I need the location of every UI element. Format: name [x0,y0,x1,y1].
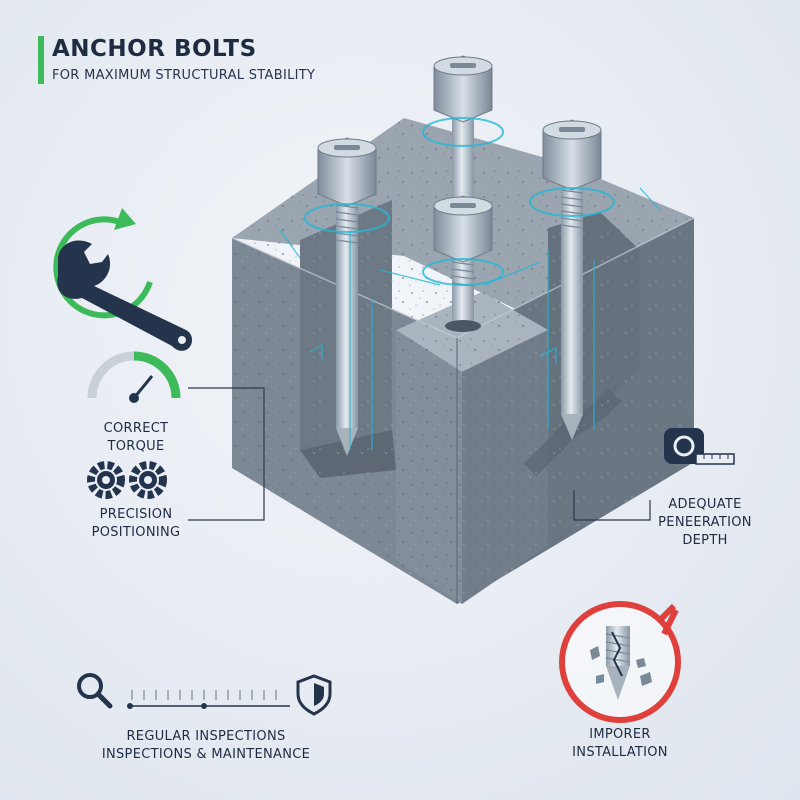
tape-measure-icon [664,428,735,465]
label-adequate-penetration-depth: ADEQUATE PENEERATION DEPTH [658,497,752,548]
label-correct-torque: CORRECT TORQUE [103,421,169,454]
page-title: ANCHOR BOLTS [52,36,257,62]
label-precision-positioning: PRECISION POSITIONING [91,507,181,540]
label-improper-installation: IMPORER INSTALLATION [572,727,668,760]
wrench-refresh-icon [53,208,193,351]
callout-lines [188,387,651,521]
alignment-guides [279,187,661,450]
page-subtitle: FOR MAXIMUM STRUCTURAL STABILITY [52,68,316,83]
magnifier-icon [77,673,113,709]
gears-icon [87,461,167,499]
anchor-bolt-right [529,119,615,440]
prohibited-bolt-icon [559,601,681,723]
title-accent-bar [38,36,44,84]
inspection-timeline [127,690,290,709]
label-regular-inspections: REGULAR INSPECTIONS INSPECTIONS & MAINTE… [101,729,311,762]
shield-icon [296,674,332,716]
anchor-bolt-front [422,195,504,332]
anchor-bolt-left [304,137,390,456]
torque-gauge-icon [87,351,181,403]
